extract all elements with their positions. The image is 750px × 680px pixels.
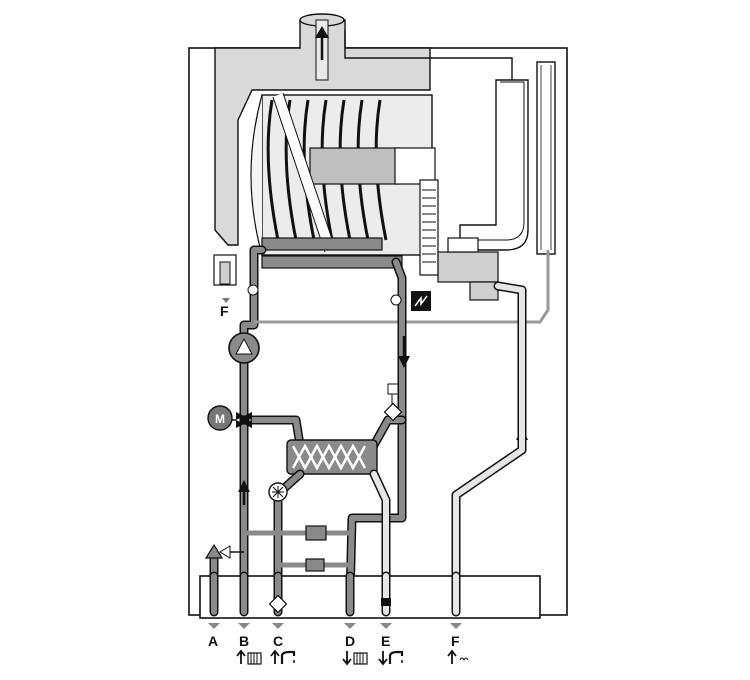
pipe-stubs <box>209 571 461 617</box>
cold-water-tap-icon <box>378 650 404 666</box>
condensate-drain: F <box>213 254 237 319</box>
motor-label: M <box>215 412 225 426</box>
heat-exchanger <box>250 92 436 269</box>
pump-icon <box>228 332 260 364</box>
heating-return-pipe <box>345 257 407 605</box>
flue-up-arrow <box>315 26 329 38</box>
return-header <box>261 255 403 269</box>
hot-water-tap-icon <box>270 649 296 664</box>
return-sensor <box>383 383 403 422</box>
gas-valve <box>419 179 499 301</box>
flow-temp-sensor <box>247 284 259 296</box>
bypass-pipe <box>254 250 550 324</box>
flue-outlet <box>214 13 431 246</box>
connection-a-label: A <box>208 633 218 649</box>
diverter-valve: M <box>207 405 252 431</box>
drain-label: F <box>220 303 229 319</box>
connection-b-label: B <box>239 633 249 649</box>
filling-links <box>244 525 352 572</box>
heating-flow-radiator-icon <box>236 649 262 665</box>
heating-return-radiator-icon <box>342 651 368 666</box>
connection-d-label: D <box>345 633 355 649</box>
connection-bar <box>199 575 541 619</box>
connection-c-label: C <box>273 633 283 649</box>
return-temp-sensor <box>390 294 402 306</box>
connection-e-label: E <box>381 633 390 649</box>
gas-supply-pipe <box>451 281 527 605</box>
burner-tube <box>309 147 401 185</box>
connection-f-label: F <box>451 633 460 649</box>
connection-labels: A B C D E F <box>208 623 469 666</box>
filling-valve <box>305 525 327 541</box>
gas-supply-icon <box>447 649 469 664</box>
expansion-vessel <box>536 61 556 255</box>
diverter-motor-icon <box>207 405 233 431</box>
plate-heat-exchanger <box>239 415 407 605</box>
